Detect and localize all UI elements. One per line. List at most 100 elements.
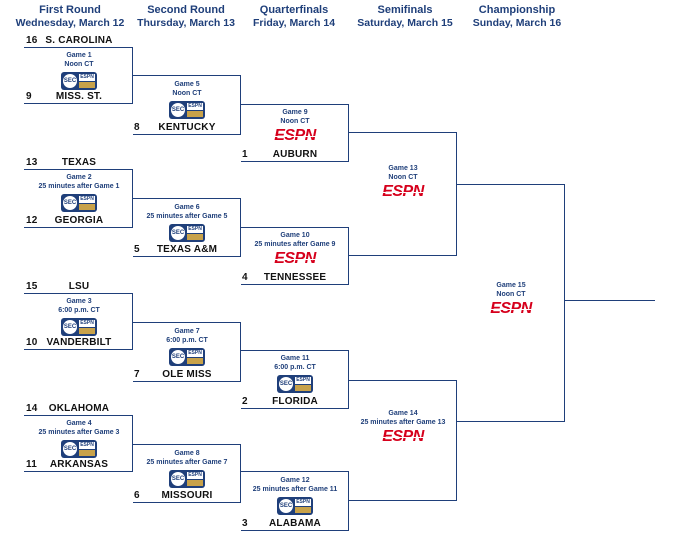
game-time: Noon CT xyxy=(388,174,418,181)
team-kentucky: 8 KENTUCKY xyxy=(134,121,240,135)
team-name: TEXAS A&M xyxy=(156,244,218,255)
team-seed: 12 xyxy=(26,215,38,226)
team-seed: 8 xyxy=(134,122,140,133)
espn-logo-icon: ESPN xyxy=(267,251,323,267)
team-seed: 14 xyxy=(26,403,38,414)
game-time: 25 minutes after Game 11 xyxy=(252,486,338,493)
game-15-info: Game 15 Noon CT xyxy=(451,281,571,299)
game-label: Game 13 xyxy=(388,165,418,172)
team-seed: 3 xyxy=(242,518,248,529)
game-label: Game 7 xyxy=(174,328,200,335)
espn-logo-icon: ESPN xyxy=(375,184,431,200)
game-time: 25 minutes after Game 3 xyxy=(38,429,120,436)
team-auburn: 1 AUBURN xyxy=(242,148,348,162)
team-missouri: 6 MISSOURI xyxy=(134,489,240,503)
game-time: 25 minutes after Game 5 xyxy=(146,213,228,220)
game-time: Noon CT xyxy=(64,61,94,68)
team-georgia: 12 GEORGIA xyxy=(26,214,132,228)
espn-logo-icon: ESPN xyxy=(483,301,539,317)
round-header-quarterfinals: Quarterfinals Friday, March 14 xyxy=(239,4,349,30)
game-label: Game 6 xyxy=(174,204,200,211)
team-name: OLE MISS xyxy=(162,369,212,380)
team-seed: 2 xyxy=(242,396,248,407)
game-1-info: Game 1 Noon CT xyxy=(19,51,139,69)
game-time: 6:00 p.m. CT xyxy=(58,307,100,314)
team-ole-miss: 7 OLE MISS xyxy=(134,368,240,382)
game-time: 25 minutes after Game 7 xyxy=(146,459,228,466)
round-header-championship: Championship Sunday, March 16 xyxy=(462,4,572,30)
round-header-second: Second Round Thursday, March 13 xyxy=(131,4,241,30)
team-arkansas: 11 ARKANSAS xyxy=(26,458,132,472)
round-date: Friday, March 14 xyxy=(252,17,336,29)
team-name: KENTUCKY xyxy=(158,122,216,133)
round-date: Wednesday, March 12 xyxy=(15,17,125,29)
team-lsu: 15 LSU xyxy=(26,280,132,294)
game-label: Game 1 xyxy=(66,52,92,59)
round-name: First Round xyxy=(39,4,101,16)
game-2-info: Game 2 25 minutes after Game 1 xyxy=(19,173,139,191)
game-4-info: Game 4 25 minutes after Game 3 xyxy=(19,419,139,437)
game-label: Game 5 xyxy=(174,81,200,88)
team-florida: 2 FLORIDA xyxy=(242,395,348,409)
team-seed: 1 xyxy=(242,149,248,160)
game-11-info: Game 11 6:00 p.m. CT xyxy=(235,354,355,372)
game-time: Noon CT xyxy=(496,291,526,298)
game-5-info: Game 5 Noon CT xyxy=(127,80,247,98)
team-name: OKLAHOMA xyxy=(48,403,110,414)
game-13-info: Game 13 Noon CT xyxy=(343,164,463,182)
team-seed: 7 xyxy=(134,369,140,380)
team-seed: 15 xyxy=(26,281,38,292)
team-seed: 10 xyxy=(26,337,38,348)
game-time: 25 minutes after Game 1 xyxy=(38,183,120,190)
team-oklahoma: 14 OKLAHOMA xyxy=(26,402,132,416)
game-3-info: Game 3 6:00 p.m. CT xyxy=(19,297,139,315)
game-9-info: Game 9 Noon CT xyxy=(235,108,355,126)
round-name: Quarterfinals xyxy=(259,4,329,16)
round-date: Saturday, March 15 xyxy=(357,17,453,29)
team-name: S. CAROLINA xyxy=(45,35,113,46)
round-header-first: First Round Wednesday, March 12 xyxy=(15,4,125,30)
game-label: Game 2 xyxy=(66,174,92,181)
team-seed: 13 xyxy=(26,157,38,168)
team-name: AUBURN xyxy=(272,149,318,160)
game-6-info: Game 6 25 minutes after Game 5 xyxy=(127,203,247,221)
game-10-info: Game 10 25 minutes after Game 9 xyxy=(235,231,355,249)
team-seed: 6 xyxy=(134,490,140,501)
team-seed: 9 xyxy=(26,91,32,102)
game-time: 6:00 p.m. CT xyxy=(166,337,208,344)
game-label: Game 14 xyxy=(388,410,418,417)
game-12-info: Game 12 25 minutes after Game 11 xyxy=(235,476,355,494)
game-time: 25 minutes after Game 13 xyxy=(360,419,446,426)
team-tennessee: 4 TENNESSEE xyxy=(242,271,348,285)
team-south-carolina: 16 S. CAROLINA xyxy=(26,34,132,48)
game-14-info: Game 14 25 minutes after Game 13 xyxy=(343,409,463,427)
team-vanderbilt: 10 VANDERBILT xyxy=(26,336,132,350)
team-name: LSU xyxy=(68,281,90,292)
round-name: Semifinals xyxy=(377,4,433,16)
team-name: TENNESSEE xyxy=(263,272,327,283)
game-8-info: Game 8 25 minutes after Game 7 xyxy=(127,449,247,467)
team-name: VANDERBILT xyxy=(46,337,112,348)
game-7-info: Game 7 6:00 p.m. CT xyxy=(127,327,247,345)
game-label: Game 8 xyxy=(174,450,200,457)
team-miss-st: 9 MISS. ST. xyxy=(26,90,132,104)
round-date: Thursday, March 13 xyxy=(137,17,235,29)
team-texas-am: 5 TEXAS A&M xyxy=(134,243,240,257)
game-label: Game 10 xyxy=(280,232,310,239)
game-time: Noon CT xyxy=(280,118,310,125)
round-name: Championship xyxy=(478,4,556,16)
team-name: FLORIDA xyxy=(272,396,318,407)
espn-logo-icon: ESPN xyxy=(375,429,431,445)
game-label: Game 3 xyxy=(66,298,92,305)
